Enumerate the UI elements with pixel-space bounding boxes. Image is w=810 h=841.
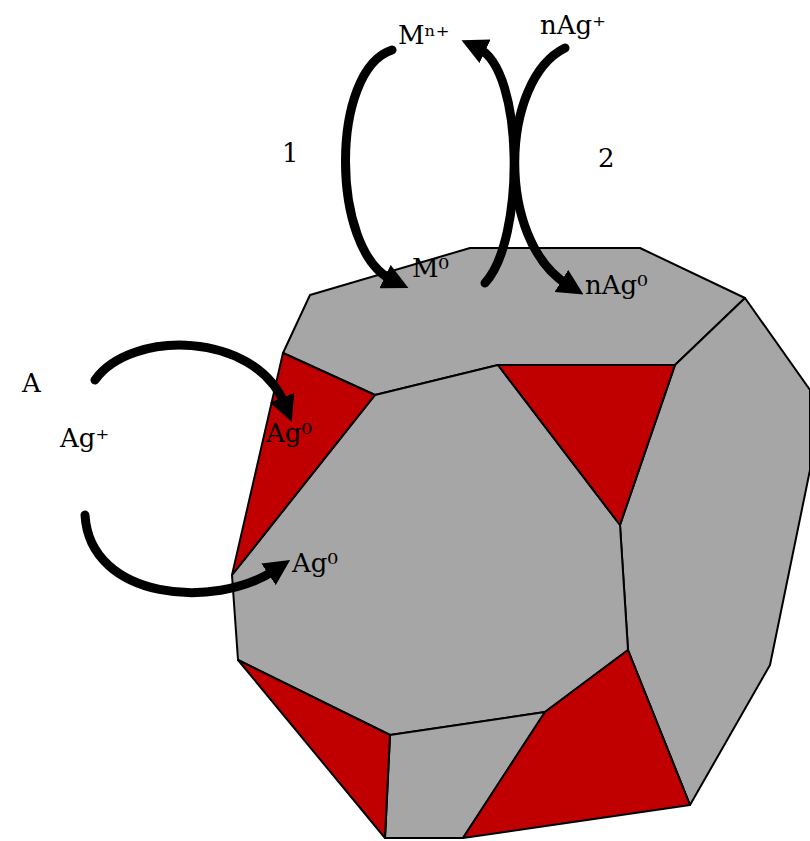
reaction-arrow bbox=[95, 345, 285, 405]
red-face bbox=[463, 650, 690, 838]
ion-label: Ag⁺ bbox=[60, 425, 109, 451]
ion-label: Mⁿ⁺ bbox=[398, 22, 450, 48]
atom-label: Ag⁰ bbox=[292, 550, 338, 576]
step-number: 2 bbox=[598, 145, 615, 171]
red-face bbox=[498, 365, 675, 525]
red-face bbox=[232, 353, 375, 575]
atom-label: M⁰ bbox=[412, 255, 449, 281]
reaction-arrow bbox=[515, 48, 568, 285]
ion-label: nAg⁺ bbox=[540, 12, 606, 38]
reaction-arrow bbox=[478, 48, 514, 283]
atom-label: nAg⁰ bbox=[585, 272, 648, 298]
step-number: 1 bbox=[282, 140, 299, 166]
reaction-arrow bbox=[346, 50, 393, 280]
reagent-label: A bbox=[22, 370, 41, 396]
red-face bbox=[238, 660, 390, 838]
atom-label: Ag⁰ bbox=[266, 420, 312, 446]
reaction-arrow bbox=[85, 515, 275, 593]
